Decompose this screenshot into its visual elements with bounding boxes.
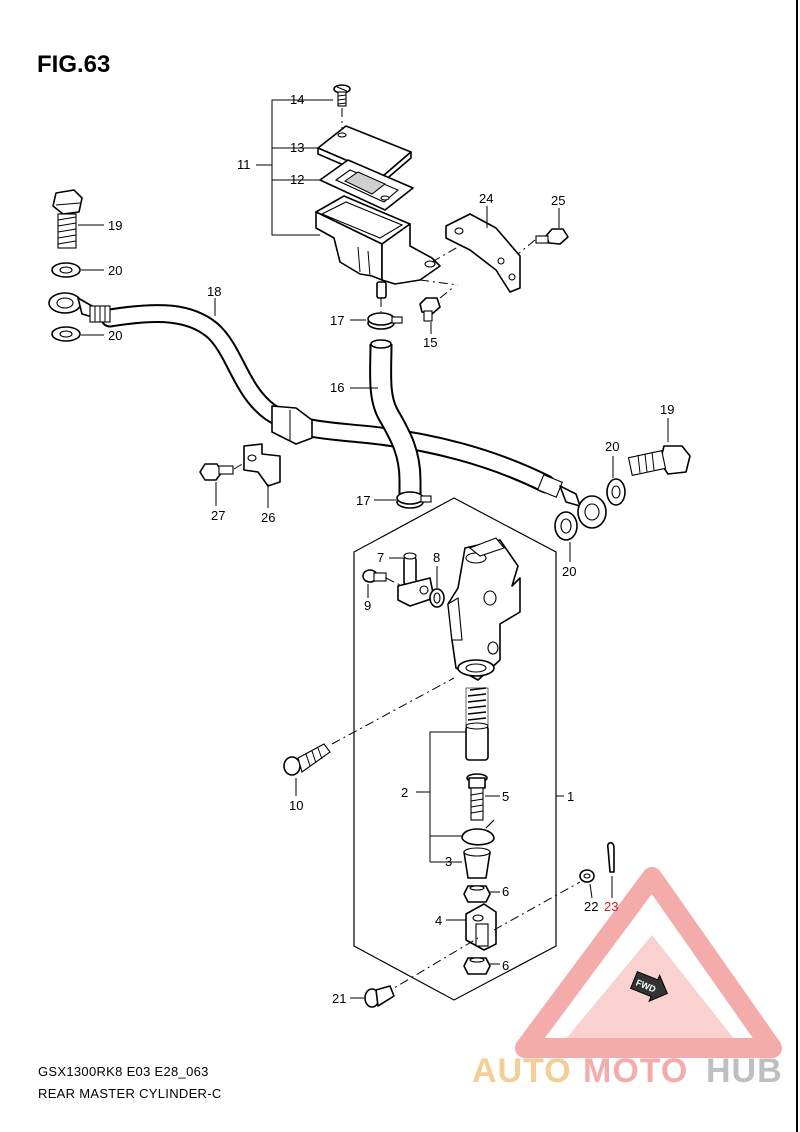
callout-23: 23 [604,899,618,914]
callout-20-left-bottom: 20 [108,328,122,343]
callout-20-right-top: 20 [605,439,619,454]
nut-6-bottom [463,957,491,975]
cotter-pin-23 [606,841,615,873]
callout-9: 9 [364,598,371,613]
callout-24: 24 [479,191,493,206]
callout-27: 27 [211,508,225,523]
callout-16: 16 [330,380,344,395]
callout-5: 5 [502,789,509,804]
callout-20-left-top: 20 [108,263,122,278]
union-bolt-19-right [627,445,691,476]
watermark-triangle [515,867,782,1058]
reservoir-assembly [256,84,569,334]
watermark: AUTO MOTO HUB [472,867,783,1090]
callout-21: 21 [332,991,346,1006]
bolt-25 [535,228,569,245]
hose-clamp-26 [243,443,281,487]
callout-labels: 14 13 11 12 24 25 19 20 18 20 17 15 16 1… [108,92,674,1006]
callout-1: 1 [567,789,574,804]
callout-26: 26 [261,510,275,525]
model-code: GSX1300RK8 E03 E28_063 [38,1064,209,1079]
washer-22 [579,869,595,883]
callout-11: 11 [237,157,251,172]
callout-22: 22 [584,899,598,914]
callout-17-top: 17 [330,313,344,328]
callout-18: 18 [207,284,221,299]
spring-piston-2 [465,687,489,761]
callout-20-right-bottom: 20 [562,564,576,579]
screw-9 [362,569,387,583]
clevis-pin-21 [364,985,395,1008]
figure-caption: REAR MASTER CYLINDER-C [38,1086,222,1101]
callout-3: 3 [445,854,452,869]
bolt-10 [283,743,331,776]
o-ring-8 [429,588,445,608]
push-rod-5 [466,773,488,821]
connector-7 [397,552,435,607]
bracket-24 [445,213,521,293]
nut-6-top [463,885,491,903]
fwd-arrow-icon: FWD [629,971,669,1003]
leader-11 [271,99,320,236]
callout-8: 8 [433,550,440,565]
clevis-4 [465,903,497,951]
figure-title: FIG.63 [37,51,110,78]
watermark-moto: MOTO [583,1052,688,1090]
washer-20-right-bottom [554,511,578,541]
callout-6-top: 6 [502,884,509,899]
bolt-27 [199,463,234,481]
bolt-15 [419,297,441,322]
callout-19-right: 19 [660,402,674,417]
callout-2: 2 [401,785,408,800]
callout-17-bottom: 17 [356,493,370,508]
callout-13: 13 [290,140,304,155]
callout-12: 12 [290,172,304,187]
reservoir-body-11 [315,195,441,299]
screw-14 [333,84,351,107]
washer-20-left-bottom [51,326,81,342]
union-bolt-19-left [52,189,83,249]
master-cylinder-body [447,537,521,681]
clamp-17-bottom [396,491,432,509]
clamp-17-top [367,312,403,330]
diaphragm-12 [319,159,414,211]
washer-20-left-top [51,262,81,278]
washer-20-right-top [606,478,626,506]
callout-19-left: 19 [108,218,122,233]
callout-7: 7 [377,550,384,565]
callout-6-bottom: 6 [502,958,509,973]
watermark-auto: AUTO [472,1052,572,1090]
callout-14: 14 [290,92,304,107]
assembly-boundary-1 [353,497,557,1001]
boot-3 [463,847,491,879]
circlip [461,819,495,846]
callout-15: 15 [423,335,437,350]
callout-10: 10 [289,798,303,813]
callout-4: 4 [435,913,442,928]
brake-hose-18 [48,292,607,529]
watermark-hub: HUB [706,1052,783,1090]
reservoir-hose-16 [369,339,422,496]
callout-25: 25 [551,193,565,208]
